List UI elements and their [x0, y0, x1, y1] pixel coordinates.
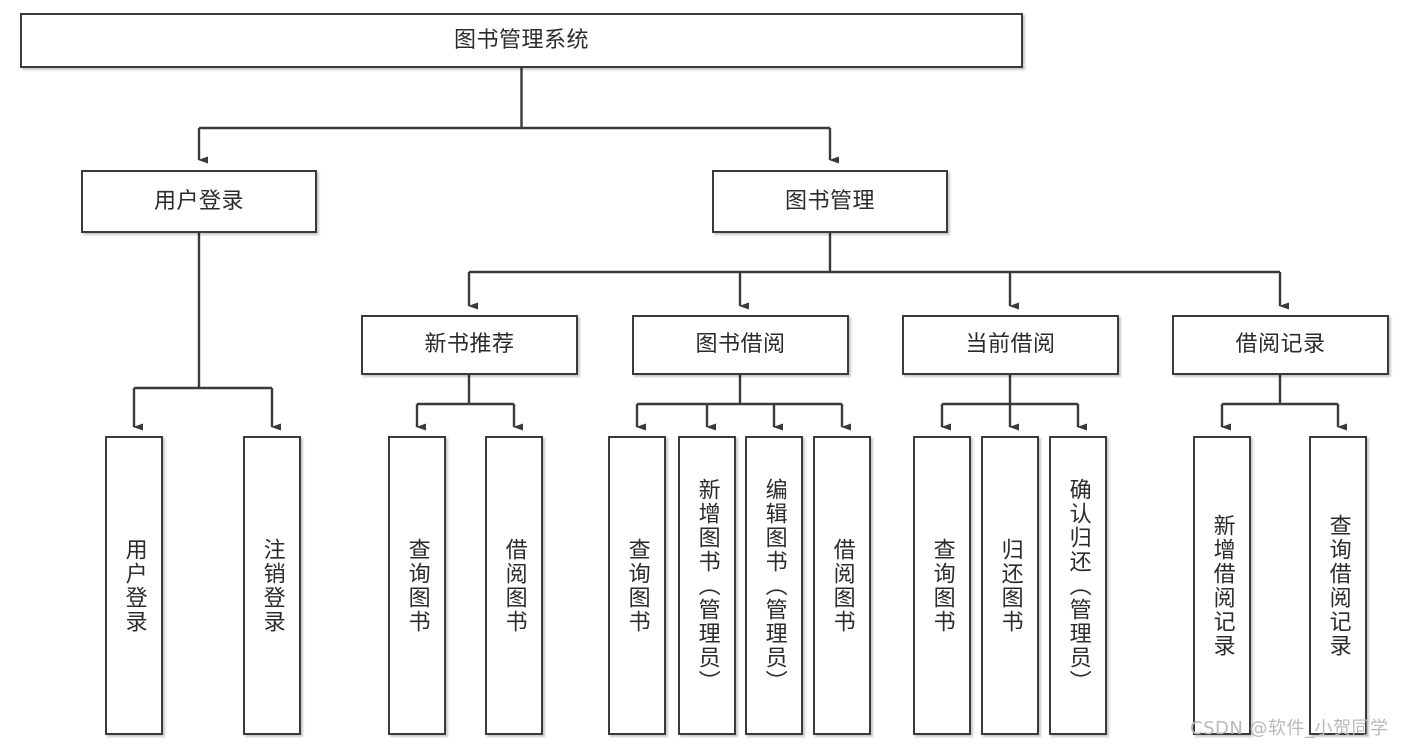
- node-leaf-borrow-book-1-label: 借阅图书: [501, 537, 527, 634]
- node-leaf-confirm-return[interactable]: 确认归还（管理员）: [1049, 436, 1107, 735]
- node-leaf-query-book-3[interactable]: 查询图书: [913, 436, 971, 735]
- node-user-login[interactable]: 用户登录: [81, 170, 317, 233]
- node-book-borrow[interactable]: 图书借阅: [632, 315, 849, 375]
- node-leaf-return-book[interactable]: 归还图书: [981, 436, 1039, 735]
- csdn-watermark: CSDN @软件_小贺同学: [1190, 718, 1389, 739]
- node-current-borrow-label: 当前借阅: [965, 332, 1056, 358]
- node-leaf-query-book-1-label: 查询图书: [404, 537, 430, 634]
- node-leaf-query-book-2-label: 查询图书: [624, 537, 650, 634]
- node-leaf-borrow-book-2-label: 借阅图书: [829, 537, 855, 634]
- node-user-login-label: 用户登录: [153, 188, 244, 214]
- node-borrow-record[interactable]: 借阅记录: [1172, 315, 1389, 375]
- node-leaf-logout-login[interactable]: 注销登录: [243, 436, 301, 735]
- node-leaf-user-login-label: 用户登录: [121, 537, 147, 634]
- node-leaf-confirm-return-label: 确认归还（管理员）: [1065, 477, 1091, 694]
- node-leaf-borrow-book-2[interactable]: 借阅图书: [813, 436, 871, 735]
- node-book-borrow-label: 图书借阅: [695, 332, 786, 358]
- node-leaf-add-record-label: 新增借阅记录: [1209, 513, 1235, 658]
- node-leaf-user-login[interactable]: 用户登录: [105, 436, 163, 735]
- node-leaf-add-book-label: 新增图书（管理员）: [694, 477, 720, 694]
- node-leaf-return-book-label: 归还图书: [997, 537, 1023, 634]
- node-leaf-add-record[interactable]: 新增借阅记录: [1193, 436, 1251, 735]
- node-leaf-query-record-label: 查询借阅记录: [1325, 513, 1351, 658]
- node-leaf-query-book-3-label: 查询图书: [929, 537, 955, 634]
- node-new-book-recommend-label: 新书推荐: [424, 332, 515, 358]
- node-leaf-edit-book-label: 编辑图书（管理员）: [761, 477, 787, 694]
- node-leaf-logout-login-label: 注销登录: [259, 537, 285, 634]
- node-leaf-add-book[interactable]: 新增图书（管理员）: [678, 436, 736, 735]
- node-leaf-query-book-2[interactable]: 查询图书: [608, 436, 666, 735]
- node-book-manage[interactable]: 图书管理: [712, 170, 948, 233]
- node-new-book-recommend[interactable]: 新书推荐: [361, 315, 578, 375]
- node-root-book-management-system[interactable]: 图书管理系统: [20, 13, 1023, 68]
- node-leaf-edit-book[interactable]: 编辑图书（管理员）: [745, 436, 803, 735]
- node-leaf-borrow-book-1[interactable]: 借阅图书: [485, 436, 543, 735]
- node-root-label: 图书管理系统: [453, 27, 589, 53]
- node-leaf-query-record[interactable]: 查询借阅记录: [1309, 436, 1367, 735]
- node-leaf-query-book-1[interactable]: 查询图书: [388, 436, 446, 735]
- node-current-borrow[interactable]: 当前借阅: [902, 315, 1119, 375]
- node-borrow-record-label: 借阅记录: [1235, 332, 1326, 358]
- node-book-manage-label: 图书管理: [784, 188, 875, 214]
